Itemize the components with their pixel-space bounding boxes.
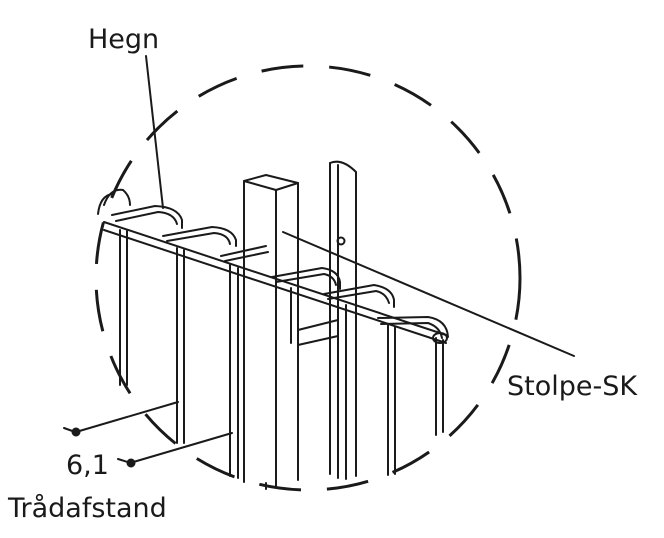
vertical-wires [119, 229, 444, 480]
post-label: Stolpe-SK [507, 371, 638, 402]
bolt-hole [336, 236, 346, 246]
square-post [243, 174, 299, 490]
wire-spacing-label: Trådafstand [8, 493, 167, 524]
wire-spacing-dimension [63, 401, 233, 468]
cross-wires [97, 188, 449, 339]
wire-spacing-value: 6,1 [66, 450, 109, 481]
fence-leader [145, 55, 164, 209]
detail-circle [94, 64, 522, 492]
post-leader [282, 231, 575, 357]
back-post [329, 160, 357, 477]
post-bracket [297, 319, 339, 346]
fence-label: Hegn [88, 24, 160, 55]
